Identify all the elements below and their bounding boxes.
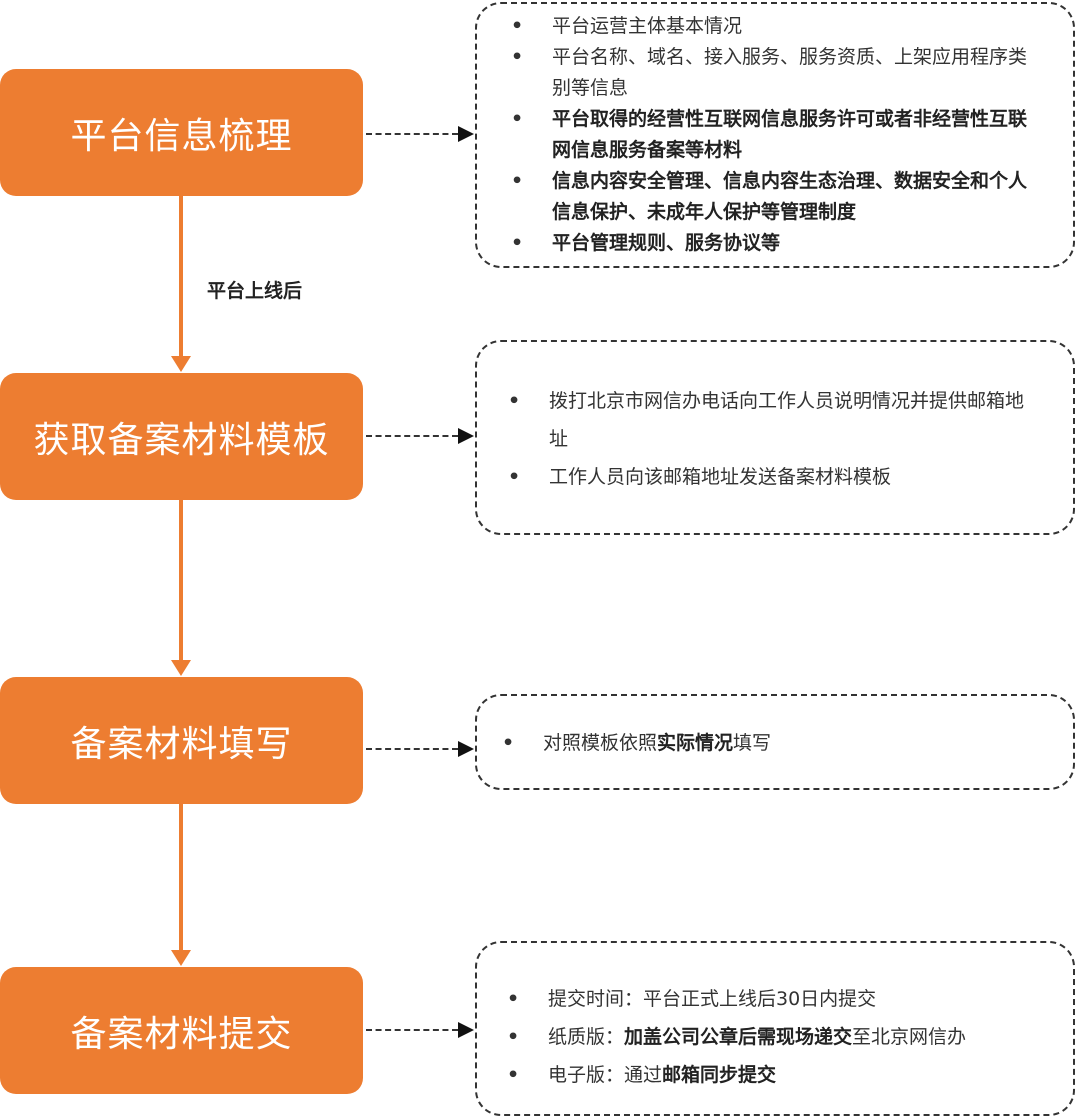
dashed-arrow (366, 741, 474, 757)
info-box-fill-materials: • 对照模板依照实际情况填写 (475, 694, 1075, 790)
list-item: • 提交时间：平台正式上线后30日内提交 (507, 980, 1068, 1018)
list-item: • 平台运营主体基本情况 (511, 11, 1032, 42)
list-item: • 平台管理规则、服务协议等 (511, 228, 1032, 259)
bullet-icon: • (511, 15, 524, 37)
bullet-icon: • (507, 1064, 520, 1086)
list-item: • 电子版：通过邮箱同步提交 (507, 1056, 1068, 1094)
info-box-get-template: • 拨打北京市网信办电话向工作人员说明情况并提供邮箱地址 • 工作人员向该邮箱地… (475, 340, 1075, 535)
step-box-submit-materials: 备案材料提交 (0, 967, 363, 1094)
list-item: • 平台取得的经营性互联网信息服务许可或者非经营性互联网信息服务备案等材料 (511, 104, 1032, 166)
bullet-icon: • (508, 390, 521, 412)
bullet-icon: • (508, 466, 521, 488)
dashed-arrow (366, 428, 474, 444)
bullet-icon: • (502, 732, 515, 754)
dashed-arrow (366, 126, 474, 142)
step-label: 备案材料填写 (70, 723, 293, 765)
info-box-platform-info: • 平台运营主体基本情况 • 平台名称、域名、接入服务、服务资质、上架应用程序类… (475, 2, 1075, 268)
step-box-fill-materials: 备案材料填写 (0, 677, 363, 804)
list-item: • 平台名称、域名、接入服务、服务资质、上架应用程序类别等信息 (511, 42, 1032, 104)
bullet-icon: • (511, 108, 524, 130)
step-box-get-template: 获取备案材料模板 (0, 373, 363, 500)
list-item: • 拨打北京市网信办电话向工作人员说明情况并提供邮箱地址 (508, 382, 1029, 458)
step-label: 备案材料提交 (70, 1013, 293, 1055)
list-item: • 对照模板依照实际情况填写 (502, 728, 1043, 759)
list-item: • 纸质版：加盖公司公章后需现场递交至北京网信办 (507, 1018, 1068, 1056)
bullet-icon: • (507, 1026, 520, 1048)
dashed-arrow (366, 1022, 474, 1038)
step-box-platform-info: 平台信息梳理 (0, 69, 363, 196)
bullet-icon: • (511, 46, 524, 68)
list-item: • 信息内容安全管理、信息内容生态治理、数据安全和个人信息保护、未成年人保护等管… (511, 166, 1032, 228)
flow-arrow (171, 804, 191, 966)
step-label: 平台信息梳理 (70, 115, 293, 157)
flow-arrow (171, 500, 191, 676)
info-box-submit-materials: • 提交时间：平台正式上线后30日内提交 • 纸质版：加盖公司公章后需现场递交至… (475, 941, 1075, 1116)
connector-label: 平台上线后 (207, 280, 303, 302)
bullet-icon: • (511, 232, 524, 254)
step-label: 获取备案材料模板 (33, 419, 330, 461)
bullet-icon: • (511, 170, 524, 192)
flow-arrow (171, 196, 191, 372)
bullet-icon: • (507, 988, 520, 1010)
list-item: • 工作人员向该邮箱地址发送备案材料模板 (508, 458, 1029, 496)
